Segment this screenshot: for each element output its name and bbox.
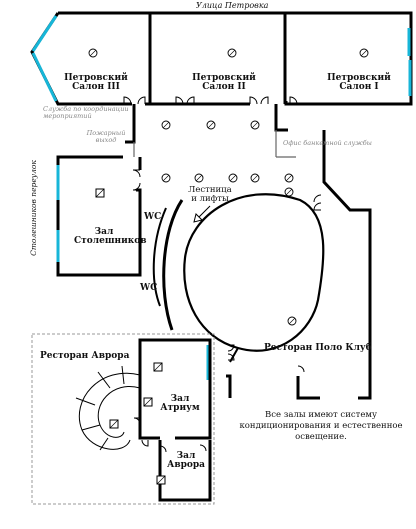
wc-lower-label: WC [140, 283, 158, 293]
salon-2-line2: Салон II [202, 82, 246, 93]
avrora-restaurant-label: Ресторан Аврора [40, 351, 130, 361]
note-line2: кондиционирования и естественное [239, 421, 403, 432]
stairs-line1: Лестница [188, 185, 232, 195]
thin-walls [133, 130, 296, 158]
salon-1-line2: Салон I [339, 82, 379, 93]
column-hatches [89, 49, 368, 325]
salon-1-label: Петровский Салон I [327, 73, 391, 93]
stairs-arrow [193, 205, 211, 223]
polo-club-oval [183, 193, 325, 352]
stoleshnikov-line1: Зал [94, 227, 114, 237]
lower-dashed-enclosure [31, 333, 215, 505]
polo-club-label: Ресторан Поло Клуб [264, 343, 372, 353]
curved-corridor-wall [162, 199, 184, 331]
spiral-stair [75, 365, 141, 451]
inner-curve-wall [152, 207, 167, 307]
street-label: Улица Петровка [196, 1, 269, 10]
salon-3-line1: Петровский [64, 73, 128, 83]
atrium-line2: Атриум [160, 403, 200, 414]
avrora-hall-line1: Зал [176, 451, 196, 461]
salon-1-line1: Петровский [327, 73, 391, 83]
pillar-cross [95, 188, 166, 485]
fire-exit-line2: выход [95, 135, 117, 144]
stoleshnikov-hall-label: Зал Столешников [74, 227, 147, 247]
stairs-label: Лестница и лифты [188, 186, 232, 204]
salon-2-line1: Петровский [192, 73, 256, 83]
stoleshnikov-hall-walls [56, 155, 142, 277]
salon-3-label: Петровский Салон III [64, 73, 128, 93]
doors [123, 96, 322, 453]
atrium-hall-label: Зал Атриум [160, 394, 200, 414]
lower-walls [138, 338, 212, 502]
atrium-line1: Зал [170, 394, 190, 404]
avrora-hall-label: Зал Аврора [164, 451, 208, 471]
salon-3-line2: Салон III [72, 82, 120, 93]
fire-exit-line1: Пожарный [86, 129, 126, 137]
note-line1: Все залы имеют систему [265, 410, 377, 420]
ventilation-note: Все залы имеют систему кондиционирования… [236, 410, 406, 443]
fire-exit-label: Пожарный выход [84, 130, 128, 144]
stoleshnikov-line2: Столешников [74, 236, 147, 247]
wc-upper-label: WC [144, 212, 162, 222]
stoleshnikov-lane-label: Столешников переулок [29, 160, 38, 256]
note-line3: освещение. [295, 432, 347, 443]
coordination-service-label: Служба по координации мероприятий [43, 106, 129, 120]
avrora-hall-line2: Аврора [166, 460, 205, 471]
stairs-line2: и лифты [191, 193, 229, 204]
coordination-line1: Служба по координации [43, 105, 129, 113]
coordination-line2: мероприятий [43, 111, 92, 120]
banquet-office-label: Офис банкетной службы [283, 139, 372, 147]
salon-2-label: Петровский Салон II [192, 73, 256, 93]
